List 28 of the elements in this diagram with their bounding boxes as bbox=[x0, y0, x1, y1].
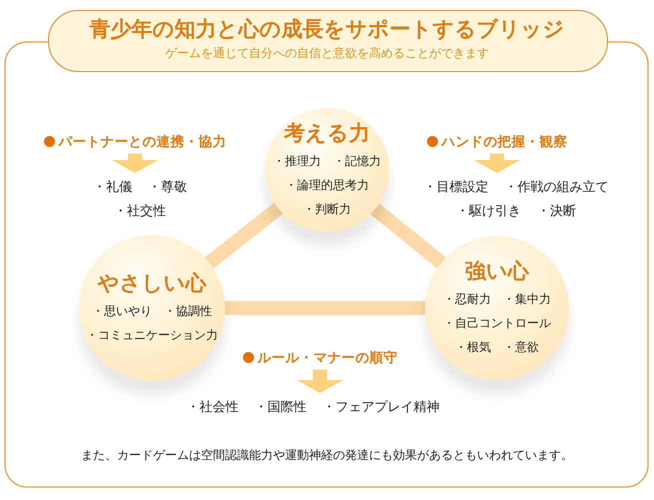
item-list: ・社会性 ・国際性 ・フェアプレイ精神 bbox=[173, 396, 453, 420]
skill-list: ・コミュニケーション力 bbox=[86, 323, 218, 347]
item-list: ・社交性 bbox=[65, 200, 215, 224]
skill-list: ・判断力 bbox=[303, 197, 351, 221]
category-heading: ハンドの把握・観察 bbox=[442, 132, 568, 151]
circle-heading: 強い心 bbox=[465, 258, 529, 285]
skill-list: ・自己コントロール bbox=[443, 311, 551, 335]
circle-heading: やさしい心 bbox=[98, 270, 206, 297]
arrow bbox=[297, 370, 343, 393]
arrow bbox=[112, 154, 158, 173]
skill-list: ・思いやり ・協調性 bbox=[92, 299, 212, 323]
skill-list: ・忍耐力 ・集中力 bbox=[443, 287, 551, 311]
item-list: ・駆け引き ・決断 bbox=[401, 200, 631, 224]
connector-band bbox=[203, 202, 284, 270]
connector-band bbox=[369, 202, 448, 270]
footnote: また、カードゲームは空間認識能力や運動神経の発達にも効果があるともいわれています。 bbox=[80, 447, 574, 463]
category-heading: パートナーとの連携・協力 bbox=[58, 132, 226, 151]
subtitle: ゲームを通じて自分への自信と意欲を高めることができます bbox=[164, 45, 490, 61]
category-heading: ルール・マナーの順守 bbox=[258, 348, 398, 367]
skill-list: ・根気 ・意欲 bbox=[455, 335, 539, 359]
arrow bbox=[474, 154, 520, 173]
connector-band bbox=[223, 301, 427, 315]
title: 青少年の知力と心の成長をサポートするブリッジ bbox=[88, 16, 566, 43]
skill-list: ・論理的思考力 bbox=[285, 173, 369, 197]
skill-list: ・推理力 ・記憶力 bbox=[273, 149, 381, 173]
item-list: ・目標設定 ・作戦の組み立て bbox=[401, 176, 631, 200]
item-list: ・礼儀 ・尊敬 bbox=[65, 176, 215, 200]
circle-heading: 考える力 bbox=[284, 120, 370, 147]
